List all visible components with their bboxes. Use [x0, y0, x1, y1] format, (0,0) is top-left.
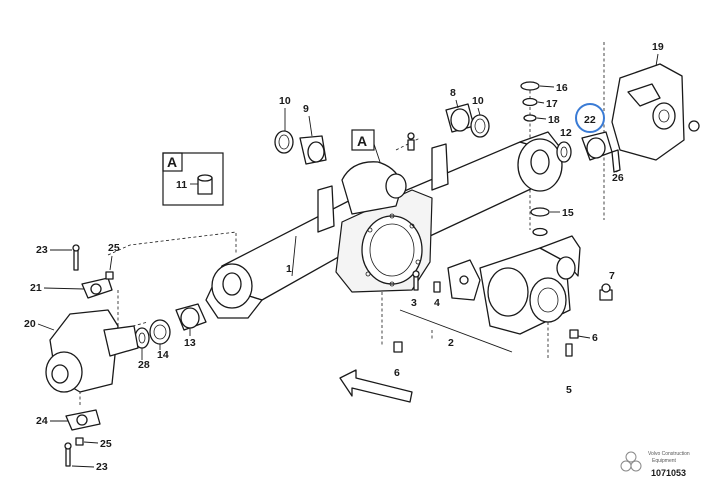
footer-logo: [620, 451, 642, 472]
callout-1: 1: [286, 263, 292, 275]
callout-25b: 25: [100, 438, 112, 450]
callout-7: 7: [609, 270, 615, 282]
callout-8: 8: [450, 87, 456, 99]
highlight-ring: [575, 103, 605, 133]
callout-11: 11: [176, 179, 187, 191]
left-pivot-parts: [134, 130, 327, 349]
callout-10a: 10: [279, 95, 291, 107]
callout-19: 19: [652, 41, 664, 53]
callout-14: 14: [157, 349, 169, 361]
steering-knuckle: [45, 244, 139, 467]
callout-22: 22: [584, 114, 596, 126]
footer-code: 1071053: [651, 468, 686, 478]
callout-2: 2: [448, 337, 454, 349]
callout-labels: 1 2 3 4 5 6 6 7 8 9 10 10 12 13 14 15 16…: [24, 41, 664, 473]
support-bracket: [611, 63, 700, 173]
callout-12: 12: [560, 127, 572, 139]
detail-box: A 11: [162, 152, 224, 206]
right-pivot-parts: [445, 81, 613, 237]
group-bracket-line: [399, 309, 513, 353]
callout-21: 21: [30, 282, 42, 294]
callout-10b: 10: [472, 95, 484, 107]
callout-3: 3: [411, 297, 417, 309]
callout-5: 5: [566, 384, 572, 396]
callout-6b: 6: [592, 332, 598, 344]
axle-marker: A: [351, 129, 381, 163]
callout-23a: 23: [36, 244, 48, 256]
axle-marker-label: A: [357, 133, 367, 149]
footer-line1: Volvo Construction: [648, 451, 690, 457]
direction-arrow: [339, 369, 413, 403]
callout-20: 20: [24, 318, 36, 330]
callout-13: 13: [184, 337, 196, 349]
callout-28: 28: [138, 359, 150, 371]
callout-23b: 23: [96, 461, 108, 473]
callout-17: 17: [546, 98, 558, 110]
hub-assembly: [393, 235, 613, 357]
footer-line2: Equipment: [652, 458, 677, 464]
callout-9: 9: [303, 103, 309, 115]
callout-24: 24: [36, 415, 48, 427]
callout-4: 4: [434, 297, 440, 309]
callout-6: 6: [394, 367, 400, 379]
axle-housing: [205, 131, 563, 319]
callout-16: 16: [556, 82, 568, 94]
callout-25a: 25: [108, 242, 120, 254]
callout-18: 18: [548, 114, 560, 126]
detail-box-label: A: [167, 154, 177, 170]
callout-15: 15: [562, 207, 574, 219]
callout-26: 26: [612, 172, 624, 184]
